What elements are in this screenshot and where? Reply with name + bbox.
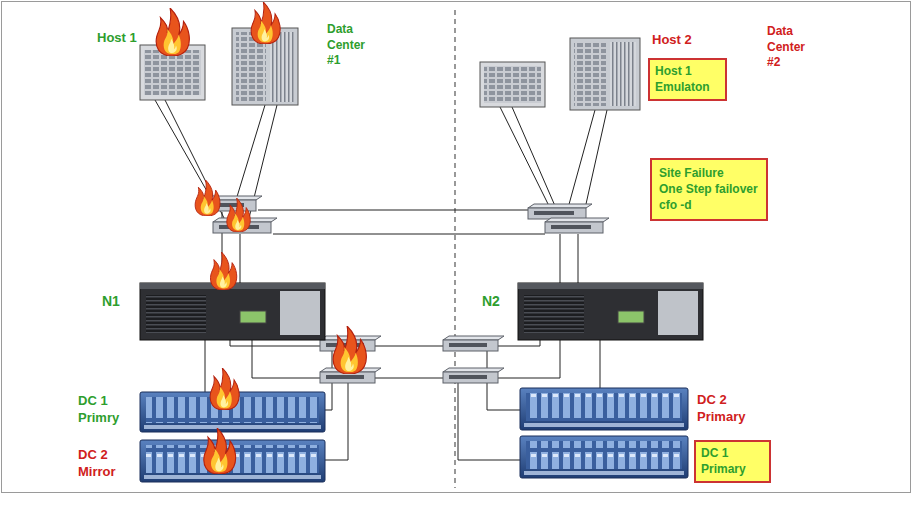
cables-part — [252, 340, 320, 378]
cables-part — [165, 100, 226, 222]
cables-part — [458, 383, 520, 460]
controller-label: N2 — [482, 292, 500, 310]
callout-box: Host 1 Emulaton — [648, 58, 727, 101]
storage-controllers-part — [518, 283, 703, 340]
callout-text: One Step failover — [659, 181, 759, 197]
network-switches-part — [545, 222, 603, 233]
disk-shelves-part — [524, 471, 684, 475]
network-switches-part — [326, 343, 364, 347]
disk-shelves-part — [526, 393, 682, 421]
storage-controllers-part — [518, 283, 703, 289]
network-switches-part — [443, 368, 504, 372]
cables-part — [498, 340, 560, 378]
shelf-label: DC 1 Primry — [78, 393, 130, 427]
callout-text: cfo -d — [659, 197, 759, 213]
disk-shelves-part — [524, 423, 684, 427]
fire-symbols-part — [210, 252, 236, 290]
network-switches-part — [326, 375, 364, 379]
fire-symbols-part — [251, 2, 280, 44]
storage-controllers-part — [280, 291, 320, 335]
fire-symbols-part — [156, 8, 189, 56]
network-switches-part — [551, 225, 591, 229]
cables-part — [375, 346, 443, 347]
host-servers-dc2-part — [480, 62, 545, 107]
disk-shelves-part — [520, 388, 688, 430]
network-switches-part — [528, 208, 586, 219]
callout-box: DC 1 Primary — [694, 440, 771, 483]
host-label: Host 2 — [652, 32, 692, 49]
cables-part — [258, 210, 528, 211]
network-switches-part — [528, 204, 592, 208]
disk-shelves-part — [520, 436, 688, 478]
cables-part — [600, 340, 601, 388]
cables-part — [325, 383, 348, 460]
cables-part — [375, 378, 443, 379]
network-switches-part — [534, 211, 574, 215]
network-switches-part — [443, 340, 498, 351]
storage-controllers — [140, 283, 703, 340]
storage-controllers-part — [658, 291, 698, 335]
controller-label: N1 — [102, 292, 120, 310]
network-switches-part — [449, 343, 487, 347]
disk-shelves-part — [526, 441, 682, 469]
host-servers-dc2-part — [610, 42, 636, 106]
cables-part — [560, 234, 561, 283]
host-servers-dc2-part — [570, 38, 640, 110]
shelf-label: DC 2 Mirror — [78, 447, 130, 481]
cables-part — [236, 105, 265, 200]
site-label: Data Center #1 — [327, 22, 365, 69]
cables-part — [240, 234, 241, 283]
fire-symbols-part — [227, 198, 251, 232]
host-servers-dc1-part — [144, 50, 201, 95]
storage-controllers-part — [140, 283, 325, 340]
network-switches-part — [545, 218, 609, 222]
storage-controllers-part — [618, 311, 644, 323]
fire-symbols-part — [195, 180, 220, 216]
fire-symbols-part — [333, 326, 366, 374]
cables-part — [568, 110, 595, 208]
fire-symbols — [156, 2, 366, 474]
cables-part — [273, 234, 545, 235]
callout-box: Site FailureOne Step failovercfo -d — [650, 158, 768, 221]
site-divider — [454, 10, 455, 488]
fire-symbols-part — [210, 368, 239, 410]
host-label: Host 1 — [97, 30, 137, 47]
cables-part — [578, 234, 579, 283]
storage-controllers-part — [524, 295, 584, 333]
callout-text: DC 1 Primary — [701, 445, 763, 477]
cables-part — [498, 340, 540, 346]
host-servers-dc2 — [480, 38, 640, 110]
host-servers-dc2-part — [574, 42, 606, 106]
shelf-label: DC 2 Primary — [697, 392, 759, 426]
network-switches-part — [449, 375, 487, 379]
frame-border — [2, 2, 911, 493]
fire-symbols-part — [204, 428, 236, 474]
cables-part — [155, 100, 212, 200]
cables-part — [230, 340, 320, 346]
network-switches-part — [443, 336, 504, 340]
cables-part — [205, 340, 206, 392]
network-switches-part — [443, 372, 498, 383]
host-servers-dc2-part — [484, 66, 541, 103]
disk-shelves-part — [144, 425, 321, 429]
disk-shelves-part — [144, 475, 321, 479]
cables-part — [500, 107, 550, 208]
site-label: Data Center #2 — [767, 24, 805, 71]
callout-text: Host 1 Emulaton — [655, 63, 719, 95]
callout-text: Site Failure — [659, 165, 759, 181]
storage-controllers-part — [240, 311, 266, 323]
storage-controllers-part — [146, 295, 206, 333]
